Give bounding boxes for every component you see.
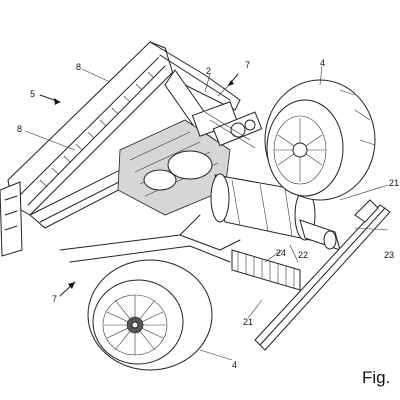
ref-4-bottom: 4 — [232, 360, 237, 370]
wheel-lower-left — [87, 259, 213, 371]
leader-lines — [24, 65, 389, 361]
ref-8-top: 8 — [76, 62, 81, 72]
reference-arrows — [39, 73, 239, 297]
engine-assembly — [117, 101, 263, 216]
muffler — [210, 173, 341, 251]
ref-23: 23 — [384, 250, 394, 260]
ref-7-left: 7 — [52, 294, 57, 304]
ref-21-top: 21 — [389, 178, 399, 188]
lower-suspension — [59, 214, 241, 263]
figure-label: Fig. — [362, 368, 390, 387]
radiator — [231, 249, 301, 291]
ref-2: 2 — [206, 66, 211, 76]
wheel-upper-right — [264, 79, 376, 201]
ref-24: 24 — [276, 248, 286, 258]
ref-22: 22 — [298, 250, 308, 260]
ref-8-left: 8 — [17, 124, 22, 134]
rear-bumper-beam — [254, 199, 391, 351]
ref-5: 5 — [30, 89, 35, 99]
ref-7-top: 7 — [245, 60, 250, 70]
ref-21-bottom: 21 — [243, 317, 253, 327]
ref-4-top: 4 — [320, 58, 325, 68]
